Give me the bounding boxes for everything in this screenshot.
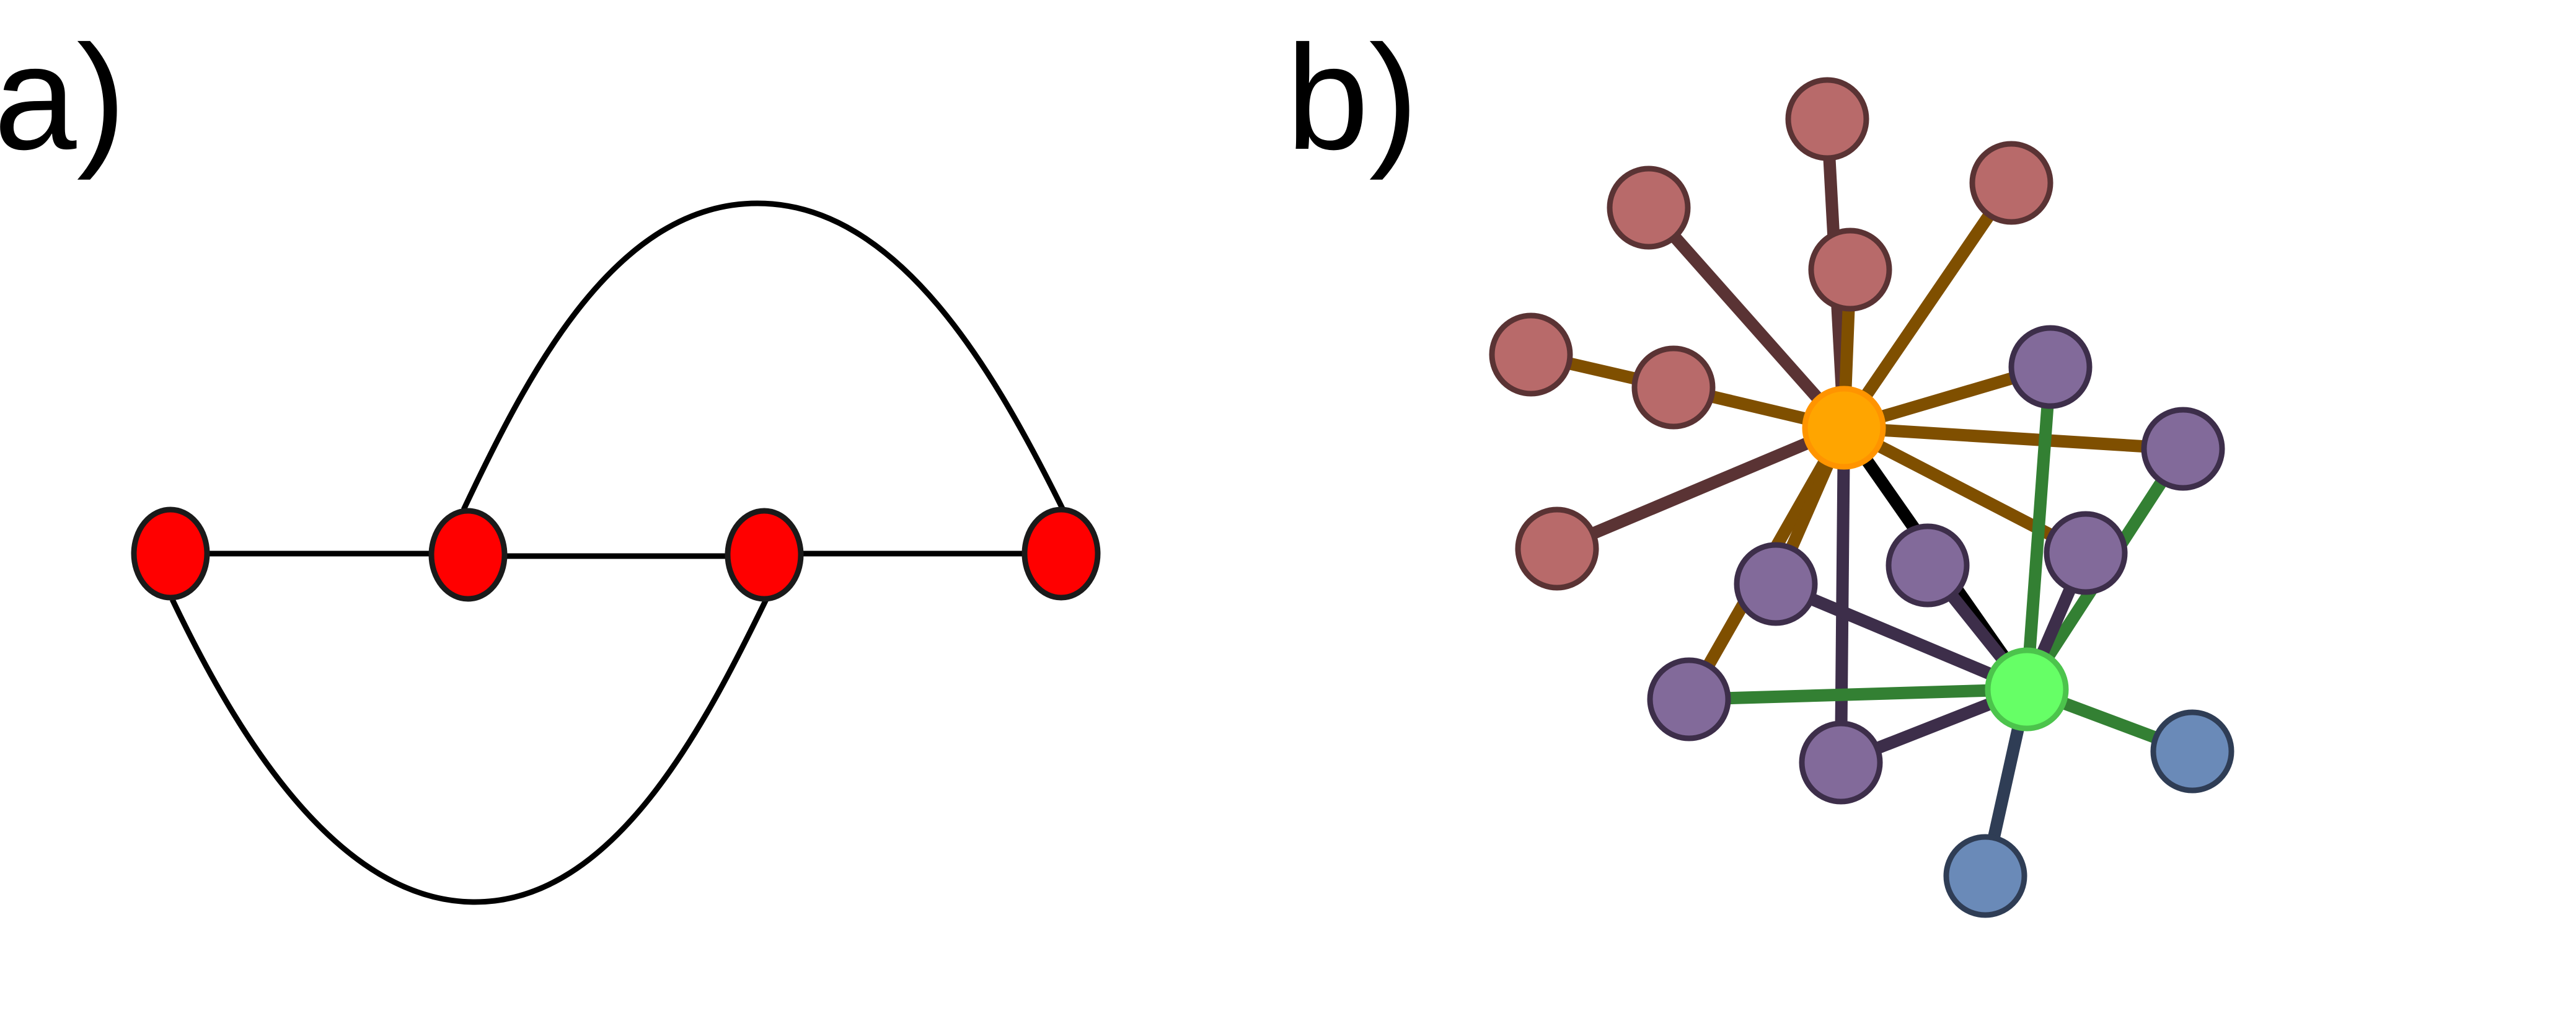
node-a1 bbox=[131, 506, 210, 601]
panel-a-label: a) bbox=[0, 14, 126, 180]
panel-a-nodes bbox=[131, 506, 1101, 602]
node-red-lowleft bbox=[1515, 506, 1599, 591]
node-a2 bbox=[428, 508, 508, 602]
edge-orange-leaf-midright-purple bbox=[1841, 422, 2089, 559]
edge-green-leaf-left-purple bbox=[1773, 578, 2029, 696]
node-purple-right bbox=[2141, 407, 2225, 491]
node-red-midleft bbox=[1631, 345, 1716, 430]
node-purple-lowleft bbox=[1647, 657, 1731, 741]
node-purple-center bbox=[1886, 523, 1970, 608]
edge-orange-leaf-lowleft-red bbox=[1555, 422, 1846, 555]
node-a3 bbox=[725, 508, 804, 602]
node-blue-bottom bbox=[1943, 834, 2027, 918]
node-purple-left bbox=[1734, 542, 1818, 626]
arc-a1-a3 bbox=[169, 596, 770, 905]
panel-a-edges bbox=[169, 200, 1066, 905]
node-green-hub bbox=[1985, 647, 2069, 732]
edge-orange-leaf-right-purple bbox=[1843, 422, 2184, 455]
node-red-inner bbox=[1808, 228, 1892, 312]
node-red-farleft bbox=[1489, 312, 1573, 397]
node-red-top bbox=[1785, 77, 1869, 161]
panel-a: a) bbox=[0, 14, 1101, 905]
edge-orange-leaf-bottom-purple bbox=[1835, 427, 1850, 763]
panel-b-nodes bbox=[1489, 77, 2234, 918]
node-red-upperleft bbox=[1607, 166, 1691, 250]
panel-b: b) bbox=[1286, 14, 2234, 918]
arc-a2-a4 bbox=[461, 200, 1066, 511]
node-purple-bottom bbox=[1799, 720, 1883, 805]
edge-orange-leaf-right-red bbox=[1838, 179, 2017, 431]
edge-green-leaf-upper-purple bbox=[2021, 366, 2057, 690]
edge-green-leaf-lowleft-purple bbox=[1688, 683, 2027, 705]
node-purple-upper bbox=[2008, 325, 2093, 409]
node-a4 bbox=[1021, 506, 1101, 601]
edge-orange-leaf-upperleft-red bbox=[1644, 203, 1849, 432]
panel-b-label: b) bbox=[1286, 14, 1418, 180]
node-blue-right bbox=[2150, 709, 2234, 794]
node-red-right bbox=[1969, 141, 2053, 225]
node-purple-midright bbox=[2044, 511, 2128, 595]
node-orange-hub bbox=[1802, 386, 1886, 470]
